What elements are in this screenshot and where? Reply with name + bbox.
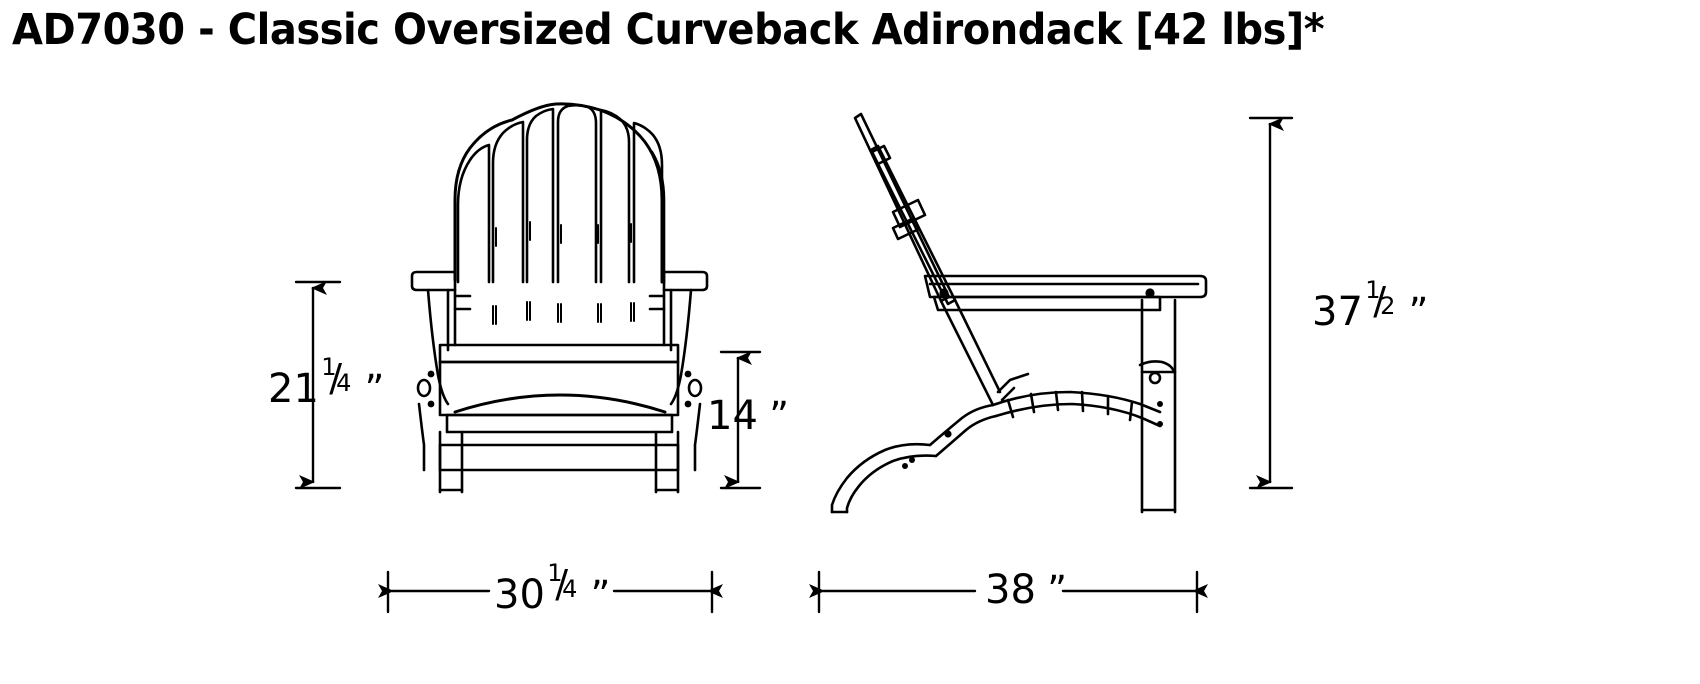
dimension-value-whole: 30 [494, 572, 545, 618]
fraction-one-quarter: 1/4 [321, 355, 352, 402]
fraction-bar: / [555, 561, 569, 606]
dimension-value-whole: 14 [707, 393, 758, 439]
dimension-label-overall-depth: 38” [985, 567, 1067, 613]
inch-mark: ” [1408, 290, 1429, 334]
dimension-lines [294, 116, 1294, 614]
fraction-one-quarter: 1/4 [547, 561, 578, 608]
fraction-one-half: 1/2 [1365, 278, 1396, 325]
fraction-bar: / [329, 355, 343, 400]
fraction-denominator: 4 [562, 575, 578, 604]
fraction-bar: / [1373, 278, 1387, 323]
fraction-numerator: 1 [547, 558, 563, 587]
dimension-value-whole: 21 [268, 366, 319, 412]
fraction-denominator: 4 [336, 369, 352, 398]
fraction-numerator: 1 [1365, 275, 1381, 304]
front-view-chair [410, 102, 709, 494]
dimension-value-whole: 38 [985, 567, 1036, 613]
inch-mark: ” [364, 367, 385, 411]
page-title-text: AD7030 - Classic Oversized Curveback Adi… [12, 5, 1325, 55]
fraction-numerator: 1 [321, 352, 337, 381]
inch-mark: ” [769, 394, 789, 438]
inch-mark: ” [590, 573, 611, 617]
fraction-denominator: 2 [1380, 292, 1396, 321]
page-title: AD7030 - Classic Oversized Curveback Adi… [12, 5, 1325, 55]
dimension-value-whole: 37 [1312, 289, 1363, 335]
side-view-chair [830, 112, 1208, 514]
inch-mark: ” [1047, 568, 1067, 612]
dimension-label-seat-height: 14” [707, 393, 789, 439]
